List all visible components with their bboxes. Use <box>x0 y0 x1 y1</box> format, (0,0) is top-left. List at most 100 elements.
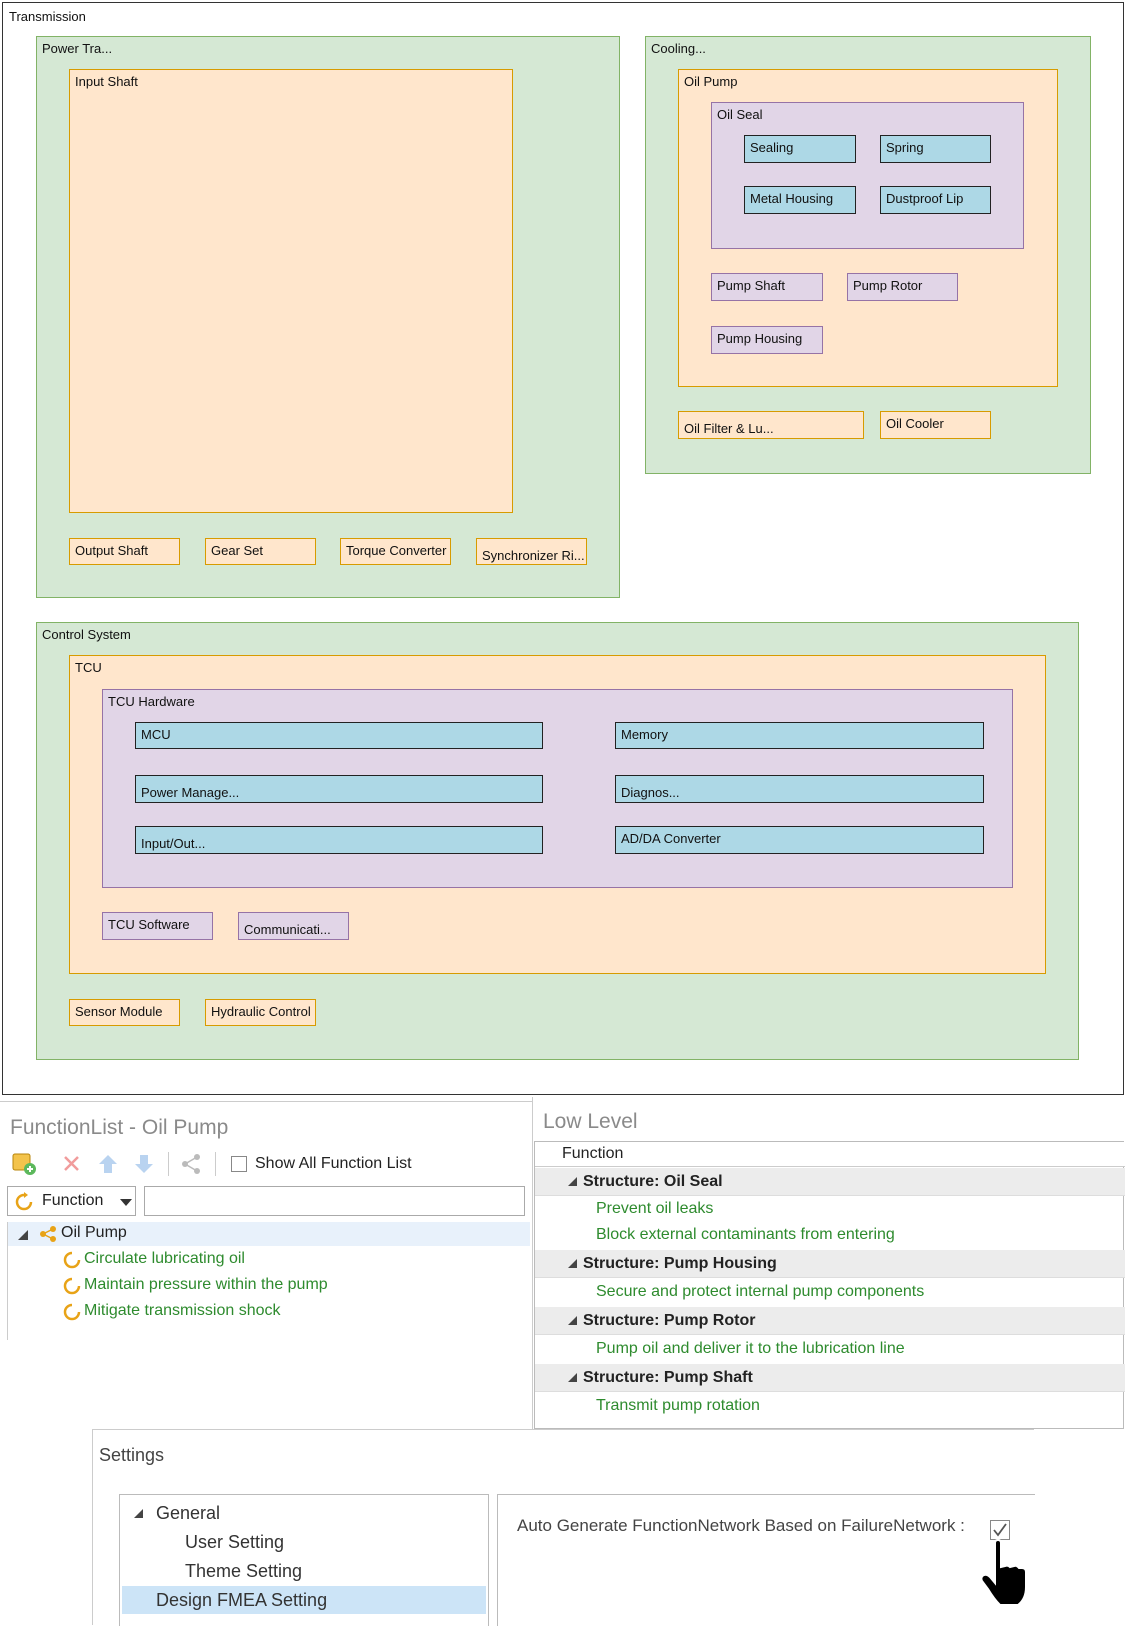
node-sealing[interactable]: Sealing <box>744 135 856 163</box>
input-shaft-container[interactable]: Input Shaft <box>69 69 513 513</box>
arrow-up-icon <box>99 1155 117 1173</box>
function-filter-dropdown[interactable]: Function <box>7 1186 136 1216</box>
function-item-label: Maintain pressure within the pump <box>84 1276 328 1293</box>
node-tcu-software[interactable]: TCU Software <box>102 912 213 940</box>
node-spring[interactable]: Spring <box>880 135 991 163</box>
node-metal-housing[interactable]: Metal Housing <box>744 186 856 214</box>
column-header-function[interactable]: Function <box>535 1142 1125 1167</box>
node-pump-rotor[interactable]: Pump Rotor <box>847 273 958 301</box>
group-header-oil-seal[interactable]: Structure: Oil Seal <box>535 1168 1125 1196</box>
input-shaft-label: Input Shaft <box>75 74 138 89</box>
node-pump-shaft[interactable]: Pump Shaft <box>711 273 823 301</box>
checkmark-icon <box>993 1523 1007 1537</box>
function-tree: Oil Pump Circulate lubricating oil Maint… <box>7 1222 530 1340</box>
close-icon <box>64 1156 79 1171</box>
tree-item-general[interactable]: General <box>156 1503 221 1523</box>
node-gear-set[interactable]: Gear Set <box>205 538 316 565</box>
function-search-input[interactable] <box>144 1186 525 1216</box>
node-torque-converter[interactable]: Torque Converter <box>340 538 451 565</box>
node-synchronizer[interactable]: Synchronizer Ri... <box>476 538 587 565</box>
function-filter-value: Function <box>42 1192 104 1209</box>
oil-seal-label: Oil Seal <box>717 107 763 122</box>
function-row[interactable]: Transmit pump rotation <box>596 1397 760 1414</box>
show-all-checkbox[interactable] <box>231 1156 247 1172</box>
collapse-triangle-icon[interactable] <box>134 1509 143 1518</box>
tcu-hardware-label: TCU Hardware <box>108 694 195 709</box>
node-oil-cooler[interactable]: Oil Cooler <box>880 411 991 439</box>
show-all-label: Show All Function List <box>255 1155 412 1172</box>
tree-root-label: Oil Pump <box>61 1224 127 1241</box>
root-label: Transmission <box>9 9 86 24</box>
toolbar-divider <box>168 1152 169 1176</box>
collapse-triangle-icon[interactable] <box>568 1316 577 1325</box>
tree-item-design-fmea-label: Design FMEA Setting <box>156 1590 328 1610</box>
group-header-pump-rotor[interactable]: Structure: Pump Rotor <box>535 1307 1125 1335</box>
toolbar-divider-2 <box>215 1152 216 1176</box>
node-hydraulic-control[interactable]: Hydraulic Control <box>205 999 316 1026</box>
column-header-label: Function <box>562 1145 624 1162</box>
node-memory[interactable]: Memory <box>615 722 984 749</box>
share-icon <box>182 1154 200 1174</box>
tree-item-user-setting[interactable]: User Setting <box>185 1532 285 1552</box>
tree-item-design-fmea-setting[interactable]: Design FMEA Setting <box>122 1586 486 1614</box>
add-function-button[interactable] <box>10 1150 38 1176</box>
delete-button[interactable] <box>60 1152 84 1176</box>
oil-pump-label: Oil Pump <box>684 74 738 89</box>
arrow-down-icon <box>135 1155 153 1173</box>
function-row[interactable]: Block external contaminants from enterin… <box>596 1226 895 1243</box>
node-output-shaft[interactable]: Output Shaft <box>69 538 180 565</box>
move-up-button[interactable] <box>96 1152 120 1176</box>
function-icon <box>63 1303 81 1321</box>
node-input-out[interactable]: Input/Out... <box>135 826 543 854</box>
auto-generate-checkbox[interactable] <box>990 1520 1010 1540</box>
node-diagnos[interactable]: Diagnos... <box>615 775 984 803</box>
node-pump-housing[interactable]: Pump Housing <box>711 326 823 354</box>
share-button[interactable] <box>179 1152 203 1176</box>
settings-panel: Settings General User Setting Theme Sett… <box>92 1429 1035 1626</box>
chevron-down-icon <box>120 1199 132 1206</box>
function-item-label: Circulate lubricating oil <box>84 1250 245 1267</box>
settings-tree: General User Setting Theme Setting Desig… <box>119 1494 489 1626</box>
node-mcu[interactable]: MCU <box>135 722 543 749</box>
collapse-triangle-icon[interactable] <box>568 1373 577 1382</box>
collapse-triangle-icon[interactable] <box>568 1259 577 1268</box>
function-list-title: FunctionList - Oil Pump <box>10 1116 229 1139</box>
add-folder-icon <box>12 1153 36 1175</box>
group-header-label: Structure: Pump Rotor <box>583 1312 756 1329</box>
move-down-button[interactable] <box>132 1152 156 1176</box>
function-list-panel: FunctionList - Oil Pump Show All Functio… <box>0 1101 532 1340</box>
refresh-icon <box>15 1192 33 1211</box>
collapse-triangle-icon[interactable] <box>568 1177 577 1186</box>
expand-triangle-icon[interactable] <box>18 1230 28 1240</box>
node-communication[interactable]: Communicati... <box>238 912 349 940</box>
group-header-label: Structure: Pump Housing <box>583 1255 777 1272</box>
function-item-label: Mitigate transmission shock <box>84 1302 281 1319</box>
group-header-pump-housing[interactable]: Structure: Pump Housing <box>535 1250 1125 1278</box>
hand-cursor-icon <box>980 1539 1027 1606</box>
function-row[interactable]: Secure and protect internal pump compone… <box>596 1283 925 1300</box>
group-header-label: Structure: Pump Shaft <box>583 1369 753 1386</box>
node-power-manage[interactable]: Power Manage... <box>135 775 543 803</box>
node-dustproof-lip[interactable]: Dustproof Lip <box>880 186 991 214</box>
group-header-label: Structure: Oil Seal <box>583 1173 723 1190</box>
function-row[interactable]: Prevent oil leaks <box>596 1200 714 1217</box>
oil-seal-container[interactable]: Oil Seal <box>711 102 1024 249</box>
auto-generate-label: Auto Generate FunctionNetwork Based on F… <box>517 1516 965 1535</box>
low-level-title: Low Level <box>543 1110 638 1133</box>
node-sensor-module[interactable]: Sensor Module <box>69 999 180 1026</box>
settings-title: Settings <box>99 1445 165 1465</box>
tree-row-oil-pump[interactable]: Oil Pump <box>8 1222 530 1246</box>
function-row[interactable]: Pump oil and deliver it to the lubricati… <box>596 1340 905 1357</box>
tcu-label: TCU <box>75 660 102 675</box>
node-oil-filter[interactable]: Oil Filter & Lu... <box>678 411 864 439</box>
function-icon <box>63 1277 81 1295</box>
group-header-pump-shaft[interactable]: Structure: Pump Shaft <box>535 1364 1125 1392</box>
cooling-label: Cooling... <box>651 41 706 56</box>
tree-item-theme-setting[interactable]: Theme Setting <box>185 1561 303 1581</box>
control-system-label: Control System <box>42 627 131 642</box>
function-icon <box>63 1251 81 1269</box>
structure-node-icon <box>40 1226 56 1242</box>
low-level-panel: Low Level Function Structure: Oil Seal P… <box>532 1097 1125 1429</box>
node-ad-da-converter[interactable]: AD/DA Converter <box>615 826 984 854</box>
power-train-label: Power Tra... <box>42 41 113 56</box>
